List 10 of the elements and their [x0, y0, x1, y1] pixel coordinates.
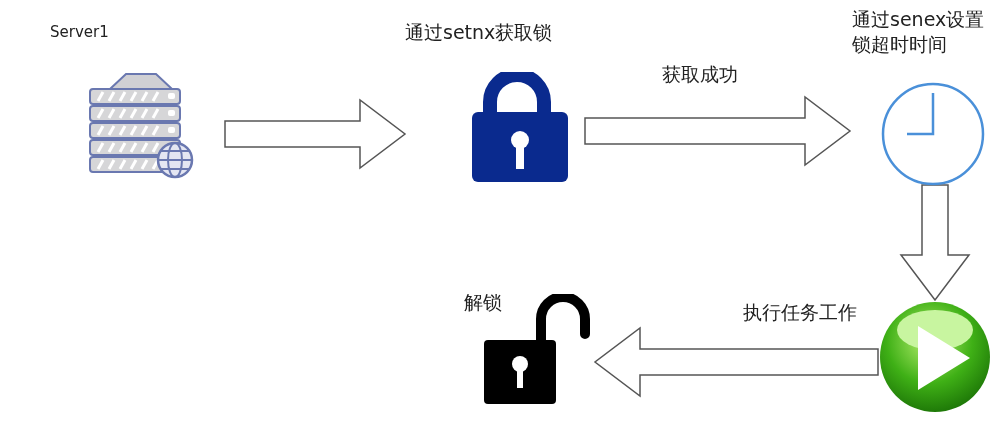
icon-caption: 通过senex设置锁超时时间 — [852, 7, 986, 57]
block-arrow — [593, 326, 879, 398]
edge-label: 获取成功 — [662, 62, 738, 87]
icon-caption: 通过setnx获取锁 — [405, 20, 554, 45]
block-arrow — [584, 95, 852, 167]
icon-caption: Server1 — [50, 22, 110, 43]
block-arrow — [224, 98, 407, 170]
block-arrow — [899, 184, 971, 302]
icon-caption: 解锁 — [464, 290, 503, 315]
edge-label: 执行任务工作 — [743, 300, 857, 325]
